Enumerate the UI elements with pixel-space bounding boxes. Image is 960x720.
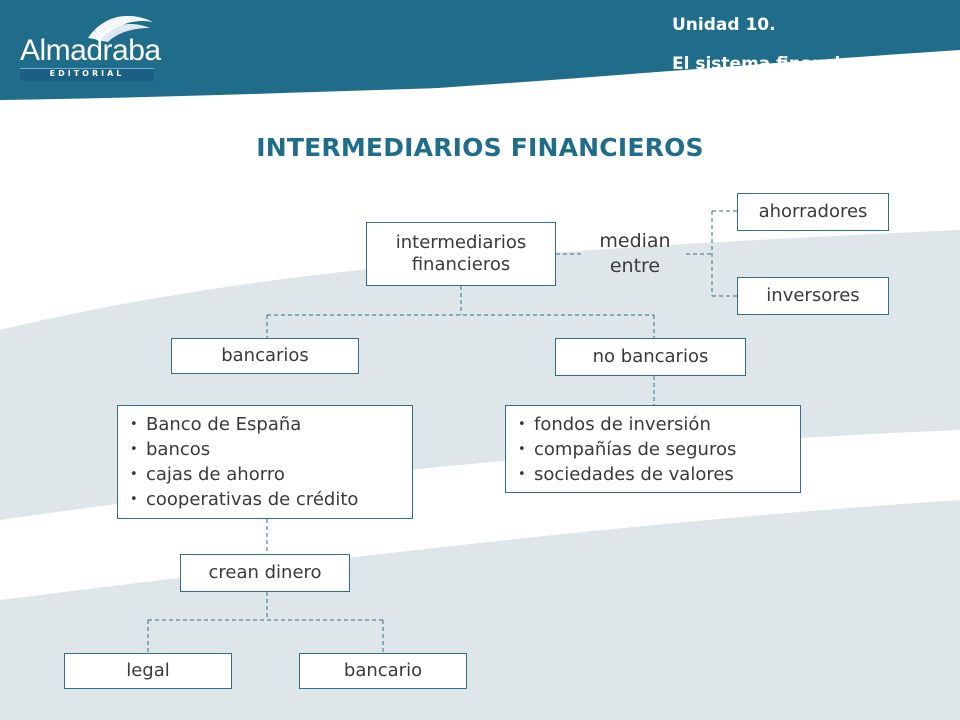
page-title: INTERMEDIARIOS FINANCIEROS [256,133,704,162]
logo-wave-icon [88,15,153,42]
no-bancarios-node: no bancarios [555,338,746,376]
no-bancarios-list-box: fondos de inversión compañías de seguros… [505,405,801,493]
logo-editorial-bar [20,68,154,81]
logo-editorial-label: EDITORIAL [49,69,125,78]
root-node: intermediarios financieros [366,222,556,286]
list-item: compañías de seguros [518,437,736,462]
legal-node: legal [64,653,232,689]
list-item: Banco de España [130,412,358,437]
crean-dinero-node: crean dinero [180,554,350,592]
background-wave-top [0,50,960,150]
no-bancarios-list: fondos de inversión compañías de seguros… [518,412,736,487]
median-entre-label: median entre [599,230,671,277]
logo: Almadraba EDITORIAL [18,8,161,81]
bancarios-list: Banco de España bancos cajas de ahorro c… [130,412,358,512]
root-node-label: intermediarios financieros [395,231,527,276]
crean-dinero-label: crean dinero [208,561,322,583]
list-item: cooperativas de crédito [130,487,358,512]
ahorradores-node: ahorradores [737,193,889,231]
bancarios-list-box: Banco de España bancos cajas de ahorro c… [117,405,413,519]
no-bancarios-label: no bancarios [592,345,709,367]
unit-label: Unidad 10. [672,15,776,35]
background-wave-lower [0,500,960,720]
legal-label: legal [126,659,170,681]
list-item: bancos [130,437,358,462]
ahorradores-label: ahorradores [758,200,868,222]
inversores-node: inversores [737,277,889,315]
bancarios-node: bancarios [171,338,359,374]
bancarios-label: bancarios [221,344,309,366]
list-item: sociedades de valores [518,462,736,487]
bancario-label: bancario [343,659,423,681]
bancario-node: bancario [299,653,467,689]
logo-wordmark: Almadraba [20,34,161,67]
unit-subtitle: El sistema financiero y la política mone… [672,54,913,93]
list-item: fondos de inversión [518,412,736,437]
list-item: cajas de ahorro [130,462,358,487]
inversores-label: inversores [766,284,860,306]
